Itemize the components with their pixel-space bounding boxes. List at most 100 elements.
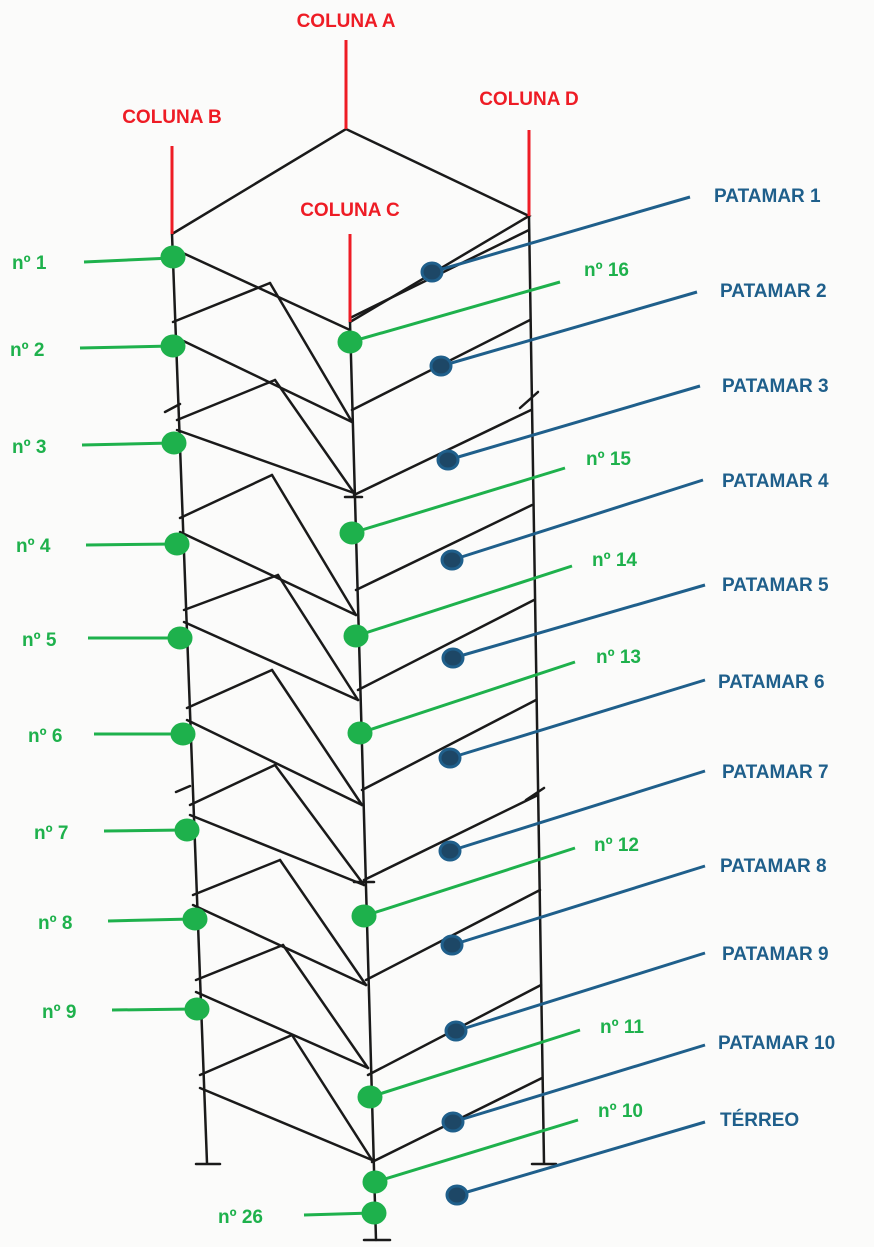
node-dot <box>347 721 373 745</box>
center-node-label: nº 16 <box>584 260 629 281</box>
face-left-line <box>276 573 360 702</box>
face-left-line <box>182 620 360 702</box>
level-label: PATAMAR 2 <box>720 281 827 302</box>
left-node-label: nº 4 <box>16 536 51 557</box>
node-dot <box>164 532 190 556</box>
left-node-label: nº 7 <box>34 823 68 844</box>
left-node-label: nº 5 <box>22 630 57 651</box>
column-markers <box>170 40 531 322</box>
center-node-label: nº 13 <box>596 647 641 668</box>
face-left-line <box>268 281 354 424</box>
level-markers <box>420 195 706 1206</box>
level-dot <box>444 1020 468 1042</box>
node-dot <box>184 997 210 1021</box>
level-dot <box>436 449 460 471</box>
center-node-label: nº 11 <box>600 1017 644 1038</box>
left-node-label: nº 8 <box>38 913 72 934</box>
node-dot <box>160 334 186 358</box>
left-node-label: nº 2 <box>10 340 44 361</box>
break-tick <box>518 390 540 410</box>
column-c-label: COLUNA C <box>300 200 400 221</box>
face-left-line <box>278 858 368 987</box>
face-left-line <box>185 718 364 807</box>
level-label: PATAMAR 8 <box>720 856 827 877</box>
level-dot <box>438 840 462 862</box>
face-right-line <box>354 503 534 592</box>
node-dot <box>362 1170 388 1194</box>
center-node-label: nº 14 <box>592 550 637 571</box>
column-b-label: COLUNA B <box>122 107 222 128</box>
face-left-line <box>178 530 358 617</box>
level-dot <box>440 934 464 956</box>
face-left-line <box>270 473 358 617</box>
level-dot <box>445 1184 469 1206</box>
left-node-label: nº 3 <box>12 437 46 458</box>
node-dot <box>174 818 200 842</box>
face-left-line <box>281 943 370 1070</box>
face-left-line <box>198 1033 294 1077</box>
post-d <box>527 214 546 1165</box>
face-left-line <box>273 378 356 495</box>
node-dot <box>357 1085 383 1109</box>
node-dot <box>170 722 196 746</box>
level-label: PATAMAR 4 <box>722 471 829 492</box>
post-b <box>170 232 209 1165</box>
face-left-line <box>194 990 370 1070</box>
face-left-line <box>270 668 364 807</box>
staircase-structure <box>163 127 558 1242</box>
face-right-line <box>360 698 538 792</box>
center-node-label: nº 15 <box>586 449 631 470</box>
level-dot <box>438 747 462 769</box>
node-dot <box>351 904 377 928</box>
column-a-label: COLUNA A <box>297 11 396 32</box>
face-right-line <box>362 793 540 882</box>
face-left-line <box>182 573 280 612</box>
level-label: PATAMAR 6 <box>718 672 825 693</box>
level-label: PATAMAR 3 <box>722 376 829 397</box>
node-dot <box>339 521 365 545</box>
break-tick <box>524 786 546 802</box>
face-right-line <box>356 598 536 692</box>
node-dot <box>160 245 186 269</box>
face-left-line <box>273 763 366 887</box>
face-left-line <box>194 943 285 982</box>
face-left-line <box>191 903 368 987</box>
level-dot <box>441 1111 465 1133</box>
face-left-line <box>170 246 352 332</box>
break-tick <box>174 784 192 794</box>
level-label: PATAMAR 7 <box>722 762 829 783</box>
face-left-line <box>188 813 366 887</box>
node-dot <box>361 1201 387 1225</box>
break-tick <box>163 402 182 414</box>
face-left-line <box>178 473 274 520</box>
node-dot <box>167 626 193 650</box>
level-label: PATAMAR 9 <box>722 944 829 965</box>
left-node-markers <box>79 245 210 1021</box>
center-node-markers <box>303 280 581 1225</box>
face-left-line <box>171 281 272 324</box>
face-left-line <box>290 1033 374 1162</box>
node-dot <box>343 624 369 648</box>
face-left-line <box>175 428 356 495</box>
node-dot <box>182 907 208 931</box>
face-left-line <box>198 1086 374 1162</box>
level-dot <box>420 261 444 283</box>
level-dot <box>429 355 453 377</box>
face-left-line <box>175 378 277 422</box>
column-d-label: COLUNA D <box>479 89 579 110</box>
level-label: PATAMAR 5 <box>722 575 829 596</box>
level-label: TÉRREO <box>720 1109 799 1131</box>
face-left-line <box>171 334 354 424</box>
face-left-line <box>188 763 277 807</box>
level-label: PATAMAR 1 <box>714 186 821 207</box>
face-left-line <box>185 668 274 710</box>
left-node-label: nº 9 <box>42 1002 76 1023</box>
level-dot <box>440 549 464 571</box>
level-dot <box>441 647 465 669</box>
node-dot <box>161 431 187 455</box>
center-node-label: nº 12 <box>594 835 639 856</box>
level-label: PATAMAR 10 <box>718 1033 835 1054</box>
bottom-node-label: nº 26 <box>218 1207 263 1228</box>
